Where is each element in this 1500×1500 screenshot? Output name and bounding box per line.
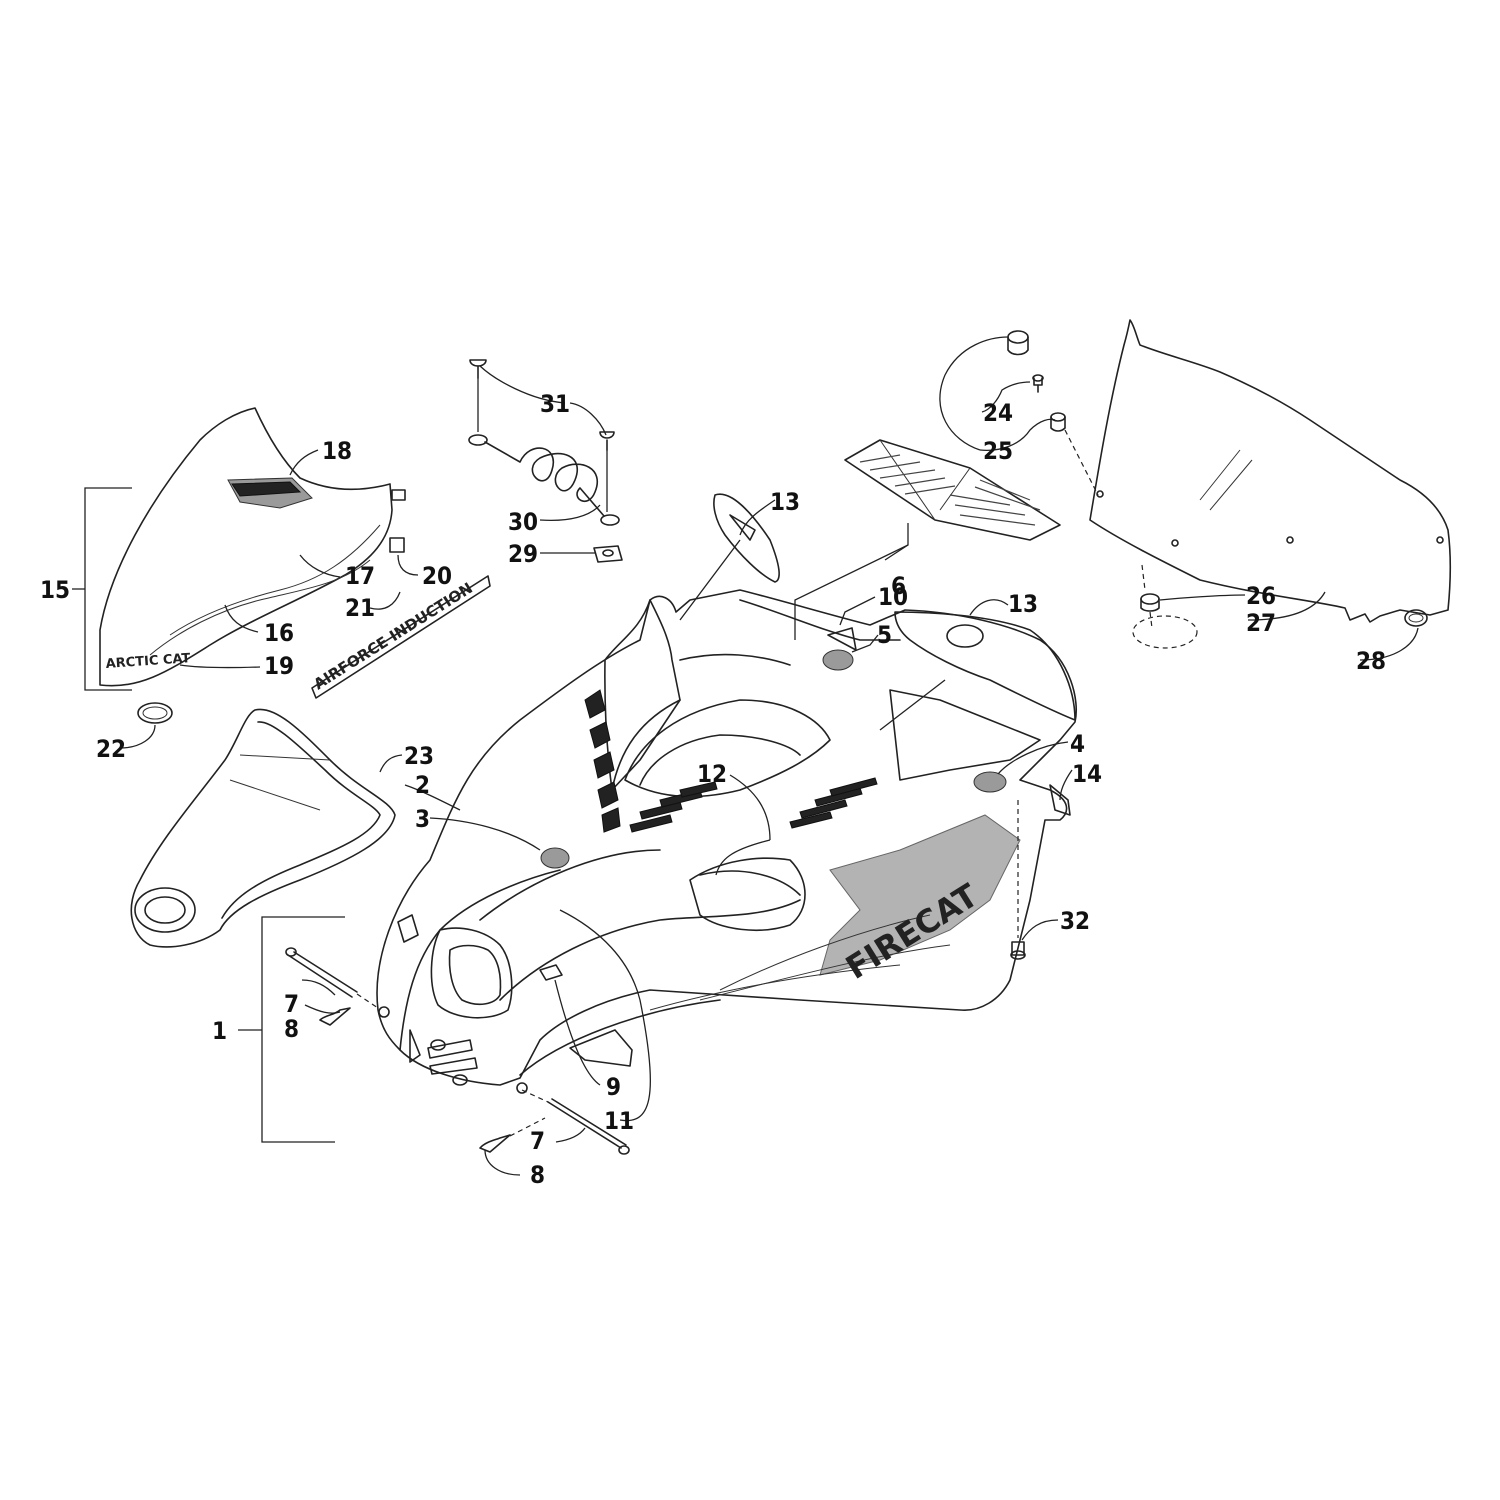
callout-12: 12	[697, 760, 727, 788]
part-27-windshield	[1089, 319, 1452, 623]
callout-13-upper: 13	[770, 488, 800, 516]
callout-28: 28	[1356, 647, 1386, 675]
callout-8-lower: 8	[530, 1161, 545, 1189]
part-6-decal-panel	[844, 439, 1061, 541]
callout-31: 31	[540, 390, 570, 418]
part-24-25-windshield-hardware	[1007, 330, 1099, 496]
callout-11: 11	[604, 1107, 634, 1135]
callout-10: 10	[878, 583, 908, 611]
vent-grille-left	[584, 689, 621, 833]
part-21-airforce-decal: AIRFORCE INDUCTION	[310, 575, 491, 699]
side-graphic-decal: FIRECAT	[649, 814, 1021, 1011]
callout-5: 5	[877, 621, 892, 649]
vent-grille-center	[629, 781, 718, 833]
callout-7-upper: 7	[284, 990, 299, 1018]
part-14-tab	[1049, 784, 1071, 816]
callout-1: 1	[212, 1017, 227, 1045]
callout-4: 4	[1070, 730, 1085, 758]
hood-assembly: FIRECAT	[376, 589, 1077, 1094]
callout-29: 29	[508, 540, 538, 568]
part-15-air-intake-cover: ARCTIC CAT	[99, 407, 406, 687]
part-7-8-pins-lower	[479, 1089, 630, 1155]
callout-16: 16	[264, 619, 294, 647]
callout-25: 25	[983, 437, 1013, 465]
callout-6: 6	[891, 572, 906, 600]
vent-grille-right	[789, 777, 878, 829]
callout-7-lower: 7	[530, 1127, 545, 1155]
part-13-decal-right	[894, 611, 1076, 721]
part-26-well-nut	[1132, 564, 1198, 649]
callout-27: 27	[1246, 609, 1276, 637]
part-32-rivet	[1010, 800, 1026, 960]
decal-5	[822, 649, 854, 671]
decal-9	[539, 964, 563, 981]
callout-8-upper: 8	[284, 1015, 299, 1043]
callout-labels: 1 2 3 4 5 6 7 7 8 8 9 10 11 12 13 13 14 …	[40, 390, 1386, 1189]
callout-2: 2	[415, 771, 430, 799]
callout-3: 3	[415, 805, 430, 833]
callout-22: 22	[96, 735, 126, 763]
part-28-grommet	[1404, 609, 1428, 627]
callout-30: 30	[508, 508, 538, 536]
callout-14: 14	[1072, 760, 1102, 788]
callout-15: 15	[40, 576, 70, 604]
part-13-decal-upper	[713, 493, 780, 583]
bracket-1	[238, 916, 345, 1143]
part-29-30-31-tether	[468, 359, 623, 563]
decal-10	[827, 627, 857, 651]
callout-18: 18	[322, 437, 352, 465]
bracket-15	[72, 487, 132, 691]
arctic-cat-decal-text: ARCTIC CAT	[105, 651, 191, 672]
callout-9: 9	[606, 1073, 621, 1101]
part-22-grommet	[137, 702, 173, 724]
decal-4	[973, 771, 1007, 793]
callout-21: 21	[345, 594, 375, 622]
leader-lines	[119, 336, 1419, 1176]
callout-20: 20	[422, 562, 452, 590]
callout-17: 17	[345, 562, 375, 590]
callout-23: 23	[404, 742, 434, 770]
callout-26: 26	[1246, 582, 1276, 610]
callout-24: 24	[983, 399, 1013, 427]
part-20-clip	[389, 537, 405, 553]
callout-32: 32	[1060, 907, 1090, 935]
callout-19: 19	[264, 652, 294, 680]
callout-13-right: 13	[1008, 590, 1038, 618]
part-23-seal	[130, 708, 396, 948]
airforce-induction-decal-text: AIRFORCE INDUCTION	[310, 579, 475, 693]
decal-3	[540, 847, 570, 869]
